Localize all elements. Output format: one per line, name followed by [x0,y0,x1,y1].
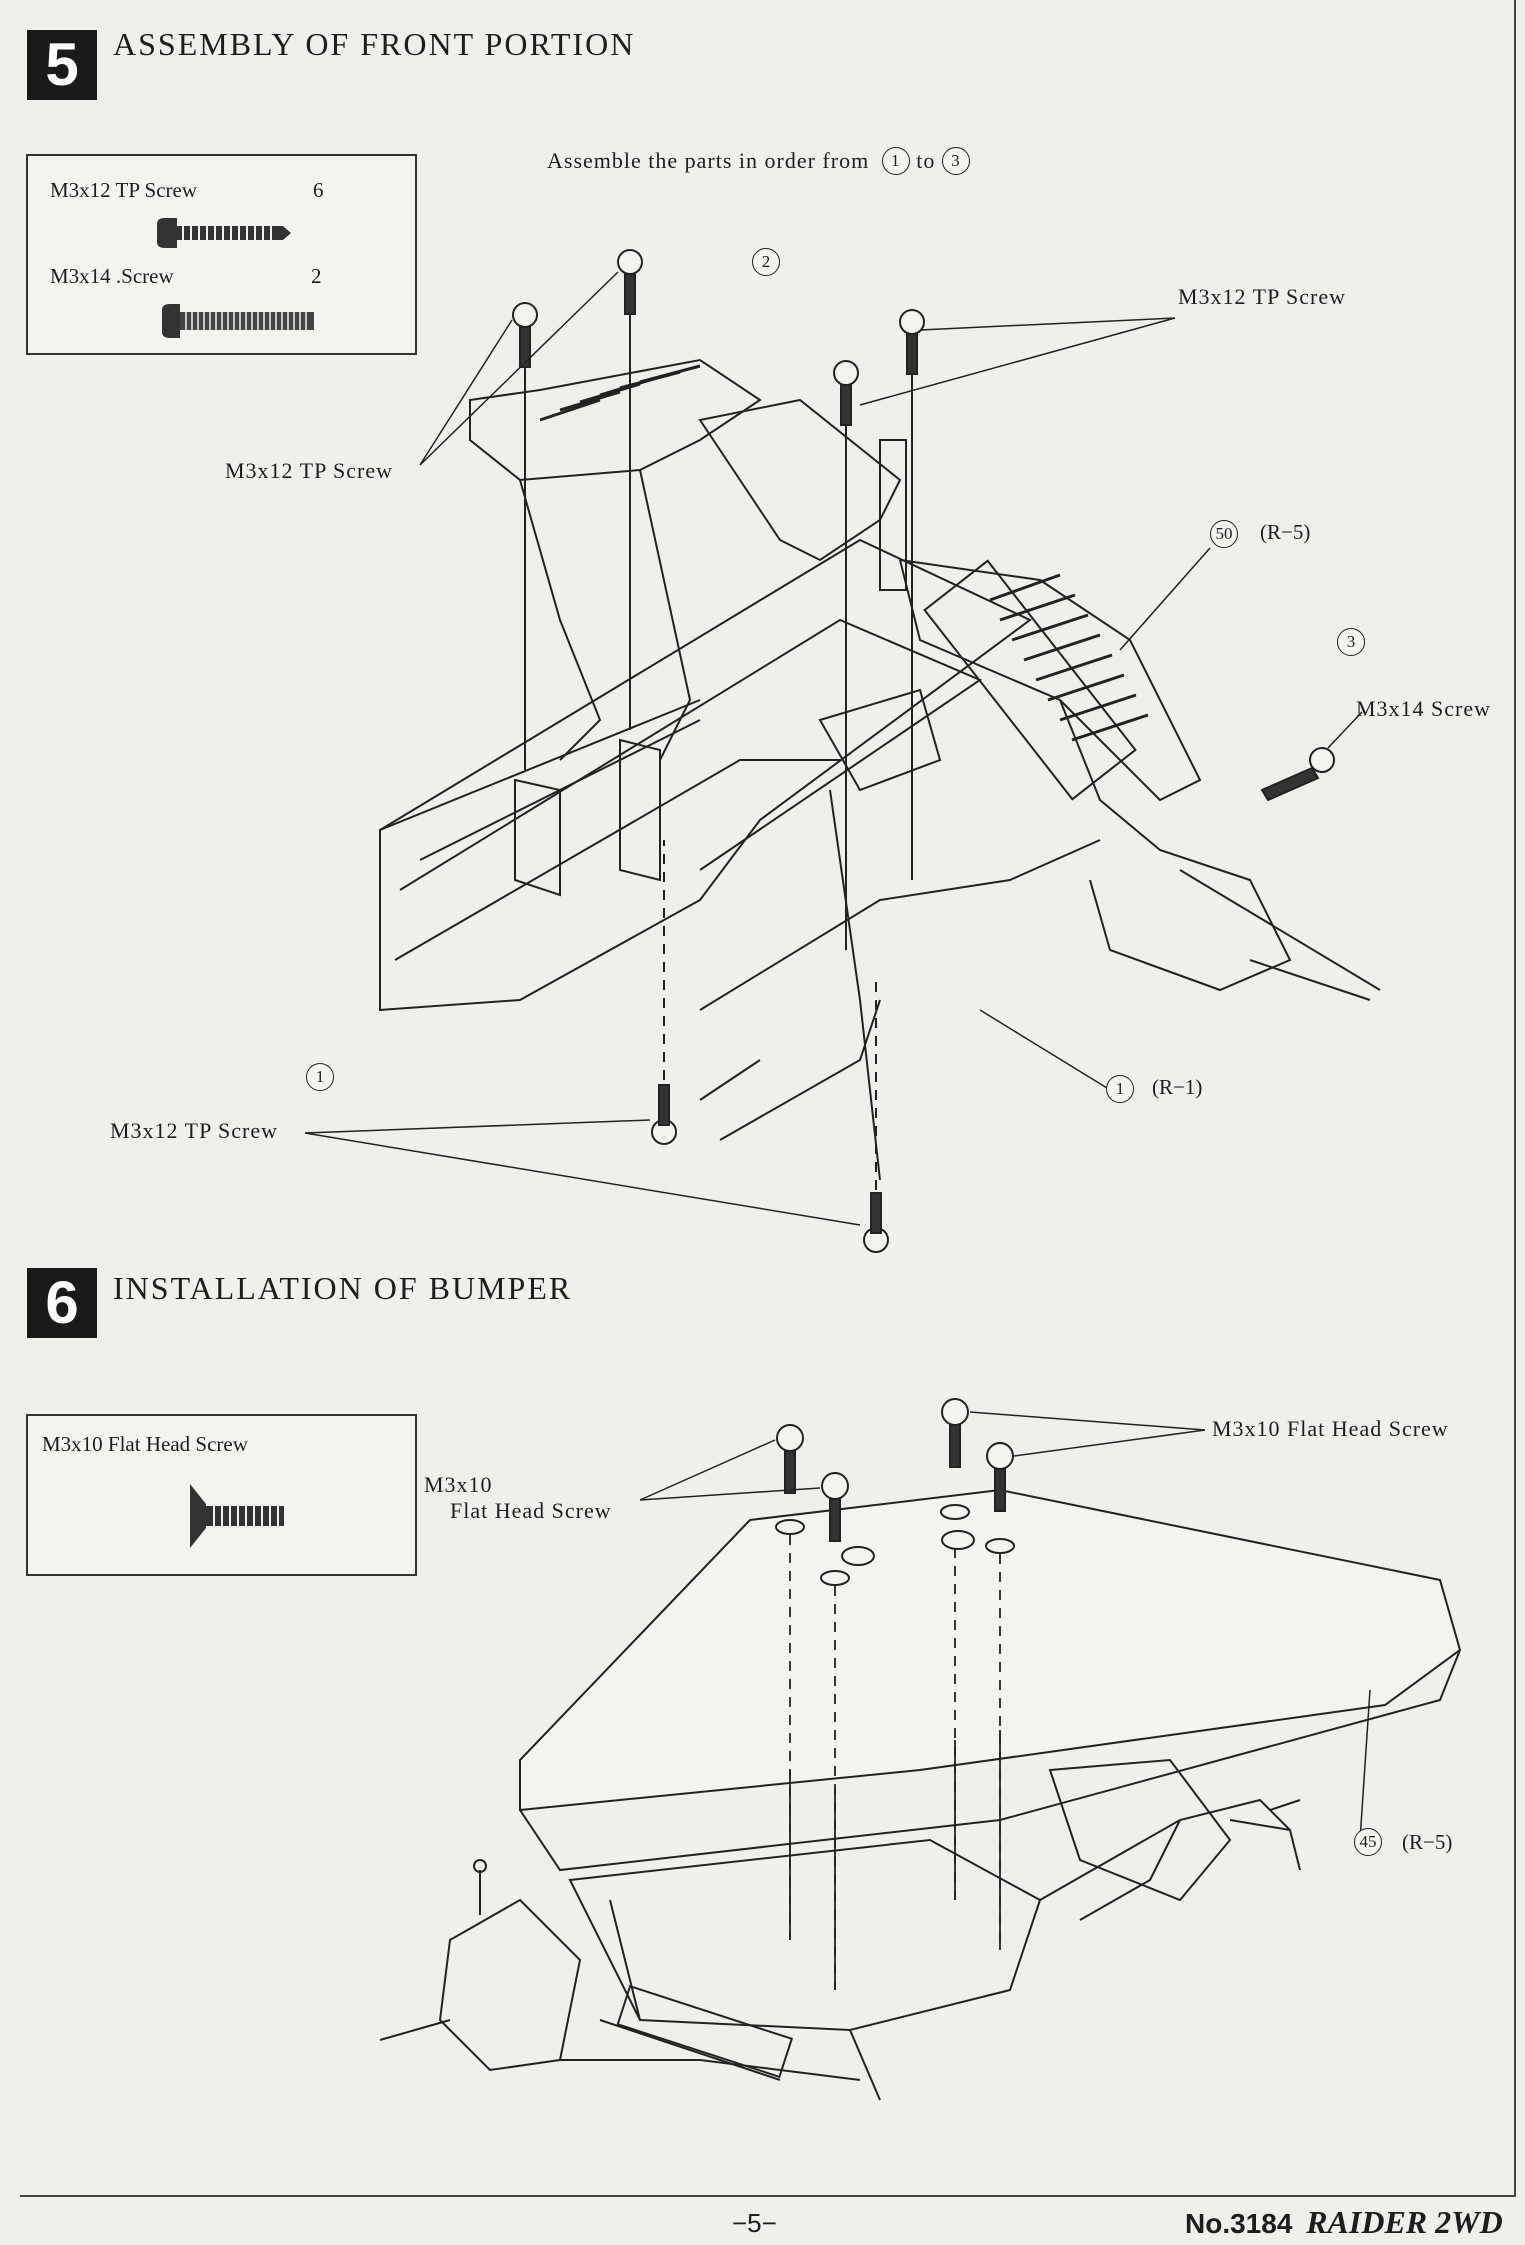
ref-1-marker: 1 [1106,1075,1134,1103]
part-m3x14-label: M3x14 .Screw [50,264,174,288]
step6-number-badge: 6 [27,1268,97,1338]
callout-m3x14-screw: M3x14 Screw [1356,696,1492,721]
marker-2: 2 [752,248,780,276]
step5-number-badge: 5 [27,30,97,100]
step5-parts-box: M3x12 TP Screw 6 M3x14 .Screw 2 [26,154,417,355]
ref-1-code: (R−1) [1152,1075,1203,1099]
tp-screw-icon [157,218,291,248]
instruction-to-marker: 3 [941,147,970,175]
page-frame [20,0,1516,2197]
machine-screw-icon [162,304,314,338]
ref-45-code: (R−5) [1402,1830,1453,1854]
step5-instruction: Assemble the parts in order from 1 to 3 [547,147,970,177]
callout-m3x12-tp-upper-right: M3x12 TP Screw [1178,284,1346,309]
part-m3x12-tp-label: M3x12 TP Screw [50,178,197,202]
ref-50-marker: 50 [1210,520,1238,548]
marker-3: 3 [1337,628,1365,656]
flat-head-screw-icon [190,1484,284,1548]
instruction-from-marker: 1 [881,147,910,175]
ref-45-marker: 45 [1354,1828,1382,1856]
instruction-joiner: to [916,148,936,173]
front-portion-diagram [304,249,1381,1253]
part-m3x12-tp-qty: 6 [313,178,324,202]
callout-m3x10-right: M3x10 Flat Head Screw [1212,1416,1449,1441]
model-label: No.3184 RAIDER 2WD [1185,2204,1503,2241]
part-m3x10-flat-label: M3x10 Flat Head Screw [42,1432,248,1456]
step6-parts-box: M3x10 Flat Head Screw [26,1414,417,1576]
marker-1: 1 [306,1063,334,1091]
callout-m3x12-tp-bottom: M3x12 TP Screw [110,1118,278,1143]
callout-m3x10-left-line2: Flat Head Screw [450,1498,612,1523]
page-number: −5− [732,2208,777,2238]
model-number: No.3184 [1185,2208,1293,2239]
step5-instruction-text: Assemble the parts in order from [547,148,870,173]
callout-m3x10-left-line1: M3x10 [424,1472,493,1497]
ref-50-code: (R−5) [1260,520,1311,544]
callout-m3x12-tp-left: M3x12 TP Screw [225,458,393,483]
step5-title: ASSEMBLY OF FRONT PORTION [113,26,636,62]
step6-title: INSTALLATION OF BUMPER [113,1270,573,1306]
part-m3x14-qty: 2 [311,264,322,288]
model-name: RAIDER 2WD [1306,2204,1503,2240]
